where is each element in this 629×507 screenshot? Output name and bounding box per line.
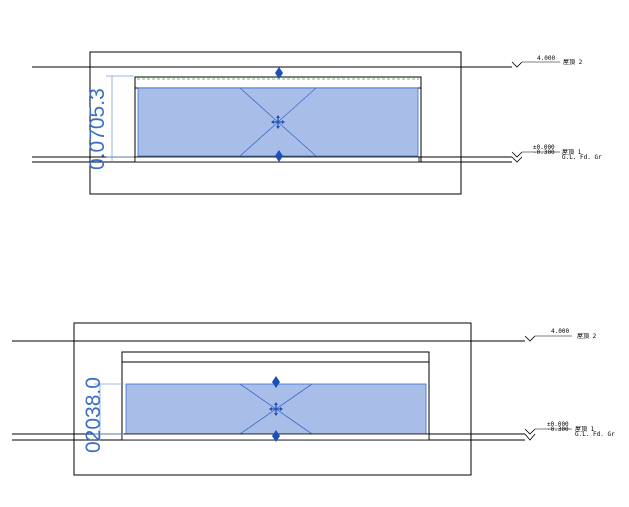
- crop-region[interactable]: [89, 51, 462, 195]
- level-head-upper-4000[interactable]: 4.000 屋頂 2: [511, 55, 583, 68]
- svg-text:4.000: 4.000: [537, 55, 555, 62]
- svg-text:屋頂 2: 屋頂 2: [577, 333, 597, 340]
- dimension-value-lower[interactable]: 02038.0: [82, 377, 105, 453]
- flip-arrows-icon[interactable]: [272, 376, 280, 388]
- svg-text:屋頂 2: 屋頂 2: [563, 59, 583, 66]
- flip-arrows-icon[interactable]: [272, 430, 280, 442]
- flip-arrows-icon[interactable]: [275, 67, 283, 79]
- svg-text:±0.000-0.300: ±0.000-0.300: [533, 144, 555, 156]
- svg-text:±0.000-0.300: ±0.000-0.300: [547, 421, 569, 433]
- svg-text:屋頂 1G.L. Fd. Gr: 屋頂 1G.L. Fd. Gr: [562, 149, 602, 161]
- move-icon[interactable]: [271, 115, 285, 129]
- elevation-view-lower[interactable]: 02038.0 4.000 屋頂 2 ±0.000-0.30: [12, 322, 615, 476]
- elevation-view-upper[interactable]: 0.0705.3 4.000 屋頂 2: [32, 51, 602, 195]
- svg-text:屋頂 1G.L. Fd. Gr: 屋頂 1G.L. Fd. Gr: [575, 426, 615, 438]
- svg-text:4.000: 4.000: [551, 328, 569, 335]
- move-icon[interactable]: [269, 402, 283, 416]
- crop-region[interactable]: [73, 322, 472, 476]
- level-head-lower-4000[interactable]: 4.000 屋頂 2: [524, 328, 597, 342]
- dimension-value-upper[interactable]: 0.0705.3: [86, 88, 109, 170]
- flip-arrows-icon[interactable]: [275, 150, 283, 162]
